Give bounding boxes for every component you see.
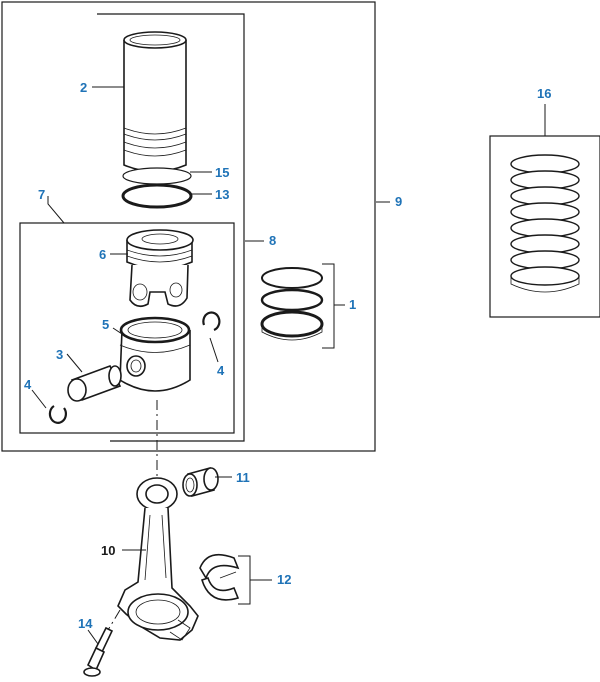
small-end-bushing	[182, 466, 219, 498]
callout-16: 16	[537, 86, 551, 101]
callout-7: 7	[38, 187, 45, 202]
bracket-item-8	[97, 13, 245, 442]
frame-piston-7	[19, 222, 235, 434]
callout-9: 9	[395, 194, 402, 209]
piston	[126, 229, 194, 308]
callout-4-right: 4	[217, 363, 225, 378]
ring-kit-stack	[510, 154, 580, 293]
o-ring-13	[121, 183, 193, 209]
connecting-rod	[117, 477, 199, 641]
callout-8: 8	[269, 233, 276, 248]
callout-3: 3	[56, 347, 63, 362]
frame-assembly-9	[1, 1, 376, 452]
snap-ring-right	[202, 311, 221, 332]
callout-13: 13	[215, 187, 229, 202]
callout-14: 14	[78, 616, 93, 631]
cylinder-liner	[123, 31, 187, 173]
callout-10: 10	[101, 543, 115, 558]
callout-1: 1	[349, 297, 356, 312]
callout-5: 5	[102, 317, 109, 332]
callout-11: 11	[236, 470, 250, 485]
callout-6: 6	[99, 247, 106, 262]
callout-4-left: 4	[24, 377, 32, 392]
piston-body	[119, 316, 191, 392]
snap-ring-left	[48, 405, 67, 424]
callout-2: 2	[80, 80, 87, 95]
callout-15: 15	[215, 165, 229, 180]
callout-12: 12	[277, 572, 291, 587]
leader-lines	[31, 86, 546, 645]
piston-pin	[67, 365, 122, 402]
rod-bearing-shells	[199, 553, 240, 601]
rod-bolt	[83, 626, 114, 677]
piston-ring-set	[260, 267, 324, 341]
o-ring-15	[122, 167, 192, 185]
